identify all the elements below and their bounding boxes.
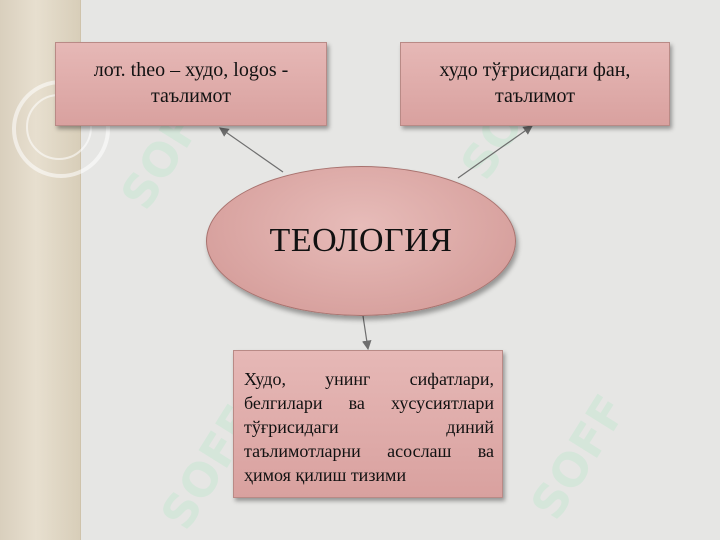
arrow-to-bottom-box bbox=[361, 315, 372, 351]
definition-box-meaning: худо тўғрисидаги фан, таълимот bbox=[400, 42, 670, 126]
central-concept-label: ТЕОЛОГИЯ bbox=[269, 222, 453, 259]
definition-box-etymology: лот. theo – худо, logos - таълимот bbox=[55, 42, 327, 126]
central-concept-oval: ТЕОЛОГИЯ bbox=[206, 166, 516, 316]
arrow-to-right-box bbox=[457, 125, 533, 179]
arrow-to-left-box bbox=[219, 127, 284, 173]
definition-box-system: Худо, унинг сифатлари, белгилари ва хусу… bbox=[233, 350, 503, 498]
